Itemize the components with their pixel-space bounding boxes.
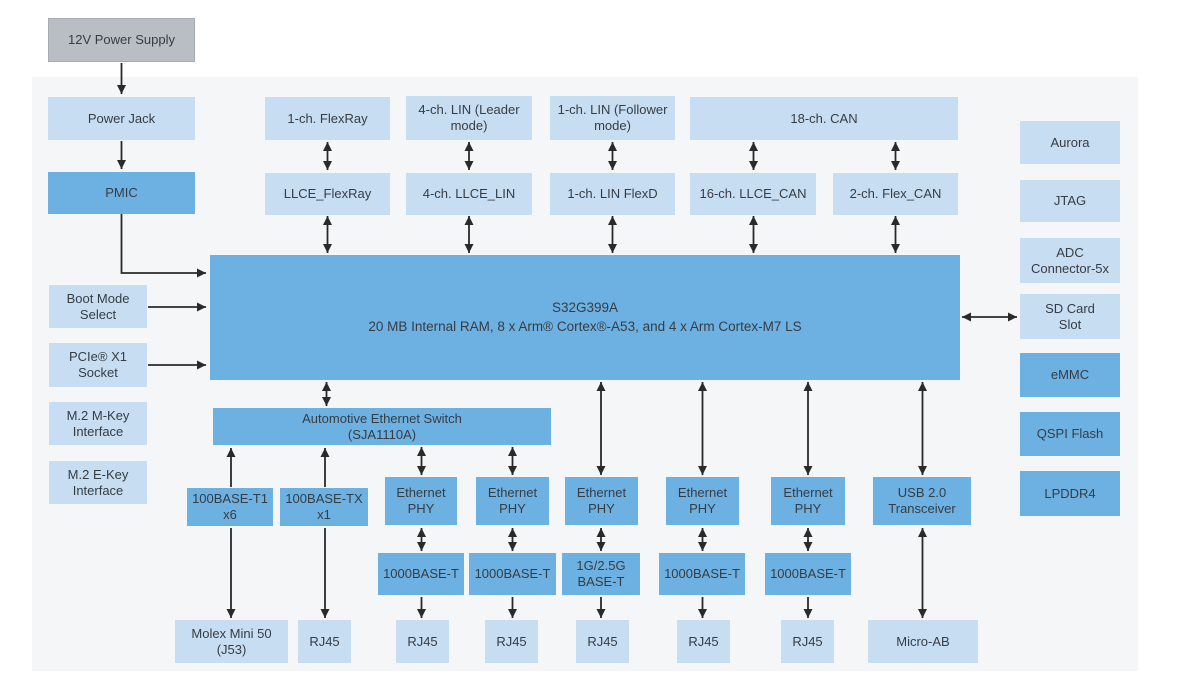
node-rj45-3: RJ45	[485, 620, 538, 663]
node-can-18ch: 18-ch. CAN	[690, 97, 958, 140]
node-adc-connector: ADC Connector-5x	[1020, 238, 1120, 283]
node-llce-lin: 4-ch. LLCE_LIN	[406, 173, 532, 215]
node-emmc: eMMC	[1020, 353, 1120, 397]
node-1000base-t-1: 1000BASE-T	[378, 553, 464, 595]
node-ethernet-phy-3: Ethernet PHY	[565, 477, 638, 525]
node-lin-follower: 1-ch. LIN (Follower mode)	[550, 96, 675, 140]
rj45-3-label: RJ45	[496, 633, 527, 649]
flex-can-label: 2-ch. Flex_CAN	[849, 186, 942, 202]
node-pcie-x1-socket: PCIe® X1 Socket	[49, 343, 147, 387]
node-1000base-t-4: 1000BASE-T	[659, 553, 745, 595]
node-ethernet-phy-2: Ethernet PHY	[476, 477, 549, 525]
1000base-t-1-label: 1000BASE-T	[383, 566, 459, 582]
node-llce-flexray: LLCE_FlexRay	[265, 173, 390, 215]
ethernet-switch-name: Automotive Ethernet Switch	[302, 410, 462, 426]
node-lpddr4: LPDDR4	[1020, 471, 1120, 516]
rj45-2-label: RJ45	[407, 633, 438, 649]
sd-card-slot-label: SD Card Slot	[1045, 300, 1095, 332]
node-m2-m-key-interface: M.2 M-Key Interface	[49, 402, 147, 445]
pcie-x1-socket-label: PCIe® X1 Socket	[69, 349, 127, 380]
node-ethernet-phy-5: Ethernet PHY	[771, 477, 845, 525]
ethernet-phy-1-label: Ethernet PHY	[396, 485, 446, 516]
node-qspi-flash: QSPI Flash	[1020, 412, 1120, 456]
node-rj45-1: RJ45	[298, 620, 351, 663]
node-rj45-2: RJ45	[396, 620, 449, 663]
lpddr4-label: LPDDR4	[1044, 485, 1096, 501]
node-1000base-t-5: 1000BASE-T	[765, 553, 851, 595]
emmc-label: eMMC	[1050, 367, 1090, 383]
100base-tx-label: 100BASE-TX x1	[285, 491, 363, 522]
soc-title: S32G399A	[551, 299, 619, 315]
node-ethernet-switch: Automotive Ethernet Switch (SJA1110A)	[213, 408, 551, 445]
usb-transceiver-label: USB 2.0 Transceiver	[888, 485, 956, 516]
1000base-t-4-label: 1000BASE-T	[664, 566, 740, 582]
node-100base-tx: 100BASE-TX x1	[280, 488, 368, 526]
100base-t1-label: 100BASE-T1 x6	[192, 491, 268, 522]
molex-mini-50-label: Molex Mini 50 (J53)	[191, 625, 272, 657]
m2-m-key-label: M.2 M-Key Interface	[66, 407, 130, 439]
node-lin-leader: 4-ch. LIN (Leader mode)	[406, 96, 532, 140]
ethernet-phy-4-label: Ethernet PHY	[677, 485, 728, 516]
node-micro-ab: Micro-AB	[868, 620, 978, 663]
rj45-6-label: RJ45	[792, 633, 823, 649]
node-lin-flexd: 1-ch. LIN FlexD	[550, 173, 675, 215]
node-flexray-1ch: 1-ch. FlexRay	[265, 97, 390, 140]
node-rj45-6: RJ45	[781, 620, 834, 663]
node-sd-card-slot: SD Card Slot	[1020, 294, 1120, 339]
1g-2-5g-base-t-label: 1G/2.5G BASE-T	[576, 558, 626, 589]
node-aurora: Aurora	[1020, 121, 1120, 164]
node-power-jack: Power Jack	[48, 97, 195, 140]
node-soc-s32g399a: S32G399A 20 MB Internal RAM, 8 x Arm® Co…	[210, 255, 960, 380]
node-flex-can: 2-ch. Flex_CAN	[833, 173, 958, 215]
12v-power-supply-label: 12V Power Supply	[68, 32, 175, 48]
node-rj45-5: RJ45	[677, 620, 730, 663]
node-1000base-t-2: 1000BASE-T	[469, 553, 556, 595]
jtag-label: JTAG	[1053, 193, 1087, 209]
1000base-t-2-label: 1000BASE-T	[474, 566, 551, 582]
ethernet-switch-part: (SJA1110A)	[347, 426, 417, 442]
ethernet-phy-5-label: Ethernet PHY	[783, 485, 833, 516]
rj45-4-label: RJ45	[587, 633, 618, 649]
soc-subtitle: 20 MB Internal RAM, 8 x Arm® Cortex®-A53…	[368, 319, 802, 334]
micro-ab-label: Micro-AB	[896, 633, 950, 649]
node-ethernet-phy-4: Ethernet PHY	[666, 477, 739, 525]
rj45-5-label: RJ45	[688, 633, 719, 649]
node-1g-2-5g-base-t: 1G/2.5G BASE-T	[562, 553, 640, 595]
llce-can-label: 16-ch. LLCE_CAN	[699, 186, 807, 202]
node-boot-mode-select: Boot Mode Select	[49, 285, 147, 328]
node-m2-e-key-interface: M.2 E-Key Interface	[49, 461, 147, 504]
lin-leader-label: 4-ch. LIN (Leader mode)	[418, 102, 520, 133]
power-jack-label: Power Jack	[87, 110, 156, 126]
llce-flexray-label: LLCE_FlexRay	[283, 186, 372, 202]
ethernet-phy-2-label: Ethernet PHY	[487, 485, 538, 516]
node-usb-transceiver: USB 2.0 Transceiver	[873, 477, 971, 525]
node-ethernet-phy-1: Ethernet PHY	[385, 477, 457, 525]
flexray-1ch-label: 1-ch. FlexRay	[287, 110, 368, 126]
aurora-label: Aurora	[1050, 134, 1090, 150]
ethernet-phy-3-label: Ethernet PHY	[576, 485, 627, 516]
boot-mode-select-label: Boot Mode Select	[66, 290, 130, 322]
pmic-label: PMIC	[105, 185, 138, 201]
rj45-1-label: RJ45	[309, 633, 340, 649]
node-jtag: JTAG	[1020, 180, 1120, 222]
1000base-t-5-label: 1000BASE-T	[770, 566, 846, 582]
adc-connector-label: ADC Connector-5x	[1030, 244, 1110, 276]
node-pmic: PMIC	[48, 172, 195, 214]
lin-follower-label: 1-ch. LIN (Follower mode)	[557, 102, 668, 133]
node-molex-mini-50: Molex Mini 50 (J53)	[175, 620, 288, 663]
node-rj45-4: RJ45	[576, 620, 629, 663]
qspi-flash-label: QSPI Flash	[1036, 426, 1104, 442]
node-12v-power-supply: 12V Power Supply	[48, 18, 195, 62]
can-18ch-label: 18-ch. CAN	[790, 110, 858, 126]
m2-e-key-label: M.2 E-Key Interface	[67, 466, 129, 498]
llce-lin-label: 4-ch. LLCE_LIN	[422, 186, 516, 202]
lin-flexd-label: 1-ch. LIN FlexD	[567, 186, 658, 202]
node-llce-can: 16-ch. LLCE_CAN	[690, 173, 816, 215]
node-100base-t1: 100BASE-T1 x6	[187, 488, 273, 526]
